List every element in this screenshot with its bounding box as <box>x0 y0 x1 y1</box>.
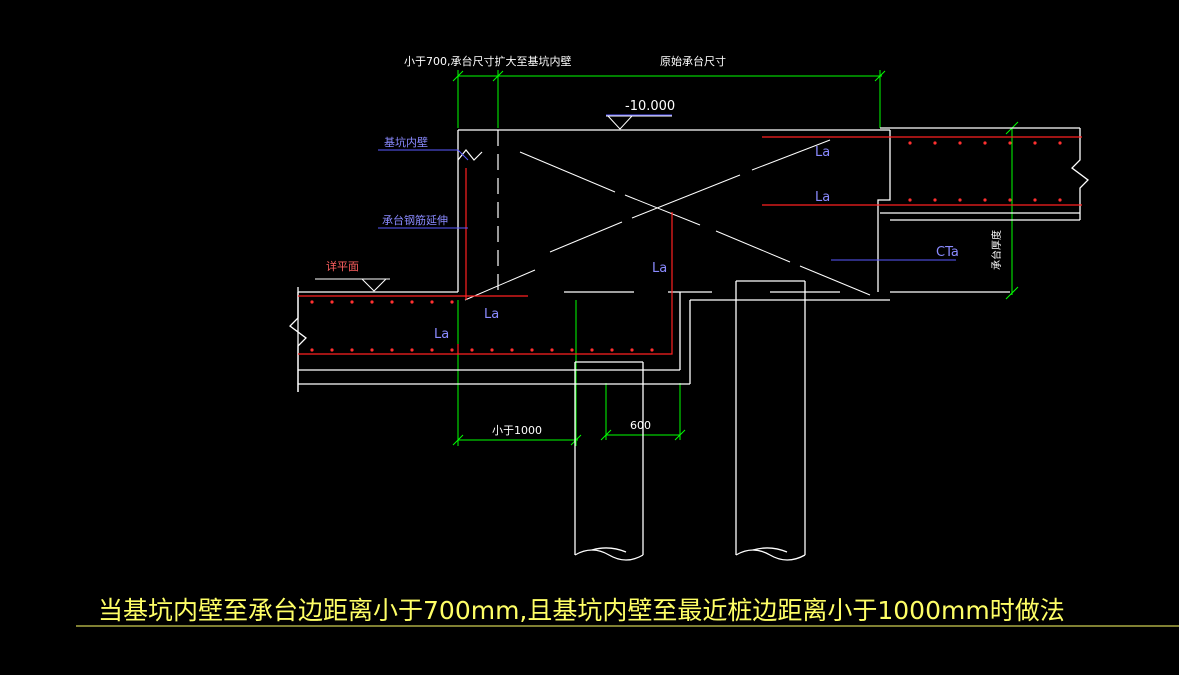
dim-right-vertical: 承台厚度 <box>990 230 1003 270</box>
rebar-dot <box>630 348 634 352</box>
detail-plan-marker <box>315 278 390 292</box>
dim-top-right: 原始承台尺寸 <box>660 54 726 68</box>
rebar-dot <box>1033 141 1037 145</box>
rebar-dot <box>370 300 374 304</box>
cap-diagonals <box>464 139 871 301</box>
drawing-title: 当基坑内壁至承台边距离小于700mm,且基坑内壁至最近桩边距离小于1000mm时… <box>98 596 1065 625</box>
rebar-dot <box>450 300 454 304</box>
rebar-dot <box>410 348 414 352</box>
rebar-dot <box>310 300 314 304</box>
rebar-dot <box>1008 198 1012 202</box>
rebar-dot <box>908 198 912 202</box>
rebar-dot <box>650 348 654 352</box>
rebar-dot <box>1058 141 1062 145</box>
rebar-dot <box>470 348 474 352</box>
rebar-dot <box>1058 198 1062 202</box>
rebar-dot <box>390 300 394 304</box>
pit-wall-lines <box>457 130 499 292</box>
label-la-1: La <box>815 145 830 160</box>
label-la-4: La <box>484 307 499 322</box>
rebar-dot <box>390 348 394 352</box>
label-pit-wall: 基坑内壁 <box>384 135 428 149</box>
rebar-lines <box>298 136 1082 355</box>
dim-bottom-600: 600 <box>630 419 651 432</box>
rebar-dot <box>330 348 334 352</box>
rebar-dot <box>933 141 937 145</box>
rebar-dot <box>983 141 987 145</box>
rebar-dot <box>430 300 434 304</box>
rebar-dot <box>550 348 554 352</box>
label-rebar-extension: 承台钢筋延伸 <box>382 213 448 227</box>
label-la-2: La <box>815 190 830 205</box>
level-marker <box>606 115 672 130</box>
label-cover-t: CTa <box>936 245 959 260</box>
rebar-dot <box>530 348 534 352</box>
annotation-leaders <box>378 114 956 261</box>
rebar-dot <box>370 348 374 352</box>
rebar-dots <box>310 141 1062 352</box>
rebar-dot <box>933 198 937 202</box>
rebar-dot <box>590 348 594 352</box>
rebar-dot <box>350 348 354 352</box>
label-la-3: La <box>652 261 667 276</box>
level-value: -10.000 <box>625 99 675 114</box>
rebar-dot <box>350 300 354 304</box>
pile-cap-outline <box>289 127 1089 561</box>
label-la-5: La <box>434 327 449 342</box>
rebar-dot <box>490 348 494 352</box>
rebar-dot <box>1033 198 1037 202</box>
dim-top-left: 小于700,承台尺寸扩大至基坑内壁 <box>404 54 572 68</box>
rebar-dot <box>1008 141 1012 145</box>
label-detail-plan: 详平面 <box>326 259 359 273</box>
rebar-dot <box>430 348 434 352</box>
rebar-dot <box>310 348 314 352</box>
rebar-dot <box>570 348 574 352</box>
dim-bottom-1000: 小于1000 <box>492 424 542 437</box>
rebar-dot <box>908 141 912 145</box>
rebar-dot <box>510 348 514 352</box>
rebar-dot <box>610 348 614 352</box>
rebar-dot <box>410 300 414 304</box>
rebar-dot <box>958 141 962 145</box>
rebar-dot <box>330 300 334 304</box>
rebar-dot <box>958 198 962 202</box>
rebar-dot <box>983 198 987 202</box>
rebar-dot <box>450 348 454 352</box>
